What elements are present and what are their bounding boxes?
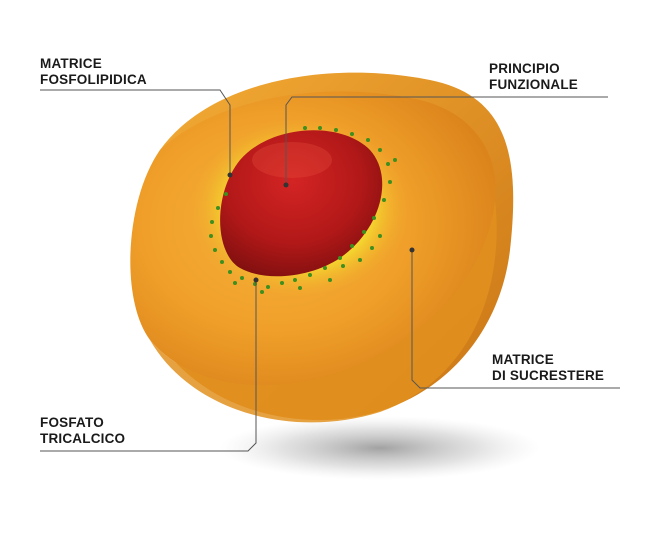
label-matrice-sucrestere-line2: DI SUCRESTERE [492, 368, 605, 383]
label-matrice-sucrestere: MATRICE DI SUCRESTERE [492, 352, 604, 384]
leader-lines [40, 89, 620, 452]
label-matrice-fosfolipidica-line1: MATRICE [40, 56, 102, 71]
core-highlight [252, 142, 332, 178]
shell-bottom-edge [150, 200, 497, 423]
leader-principio-funzionale [285, 96, 608, 185]
label-principio-funzionale: PRINCIPIO FUNZIONALE [489, 61, 578, 93]
label-fosfato-tricalcico-line1: FOSFATO [40, 415, 104, 430]
label-fosfato-tricalcico: FOSFATO TRICALCICO [40, 415, 125, 447]
leader-matrice-fosfolipidica [40, 89, 231, 175]
label-principio-funzionale-line2: FUNZIONALE [489, 77, 578, 92]
leader-matrice-sucrestere [411, 250, 620, 389]
leader-fosfato-tricalcico [40, 280, 257, 452]
active-core [220, 130, 383, 277]
label-matrice-fosfolipidica-line2: FOSFOLIPIDICA [40, 72, 147, 87]
floor-shadow [220, 416, 540, 480]
label-principio-funzionale-line1: PRINCIPIO [489, 61, 560, 76]
label-matrice-fosfolipidica: MATRICE FOSFOLIPIDICA [40, 56, 147, 88]
tricalcium-granules [209, 126, 397, 294]
label-matrice-sucrestere-line1: MATRICE [492, 352, 554, 367]
label-fosfato-tricalcico-line2: TRICALCICO [40, 431, 126, 446]
